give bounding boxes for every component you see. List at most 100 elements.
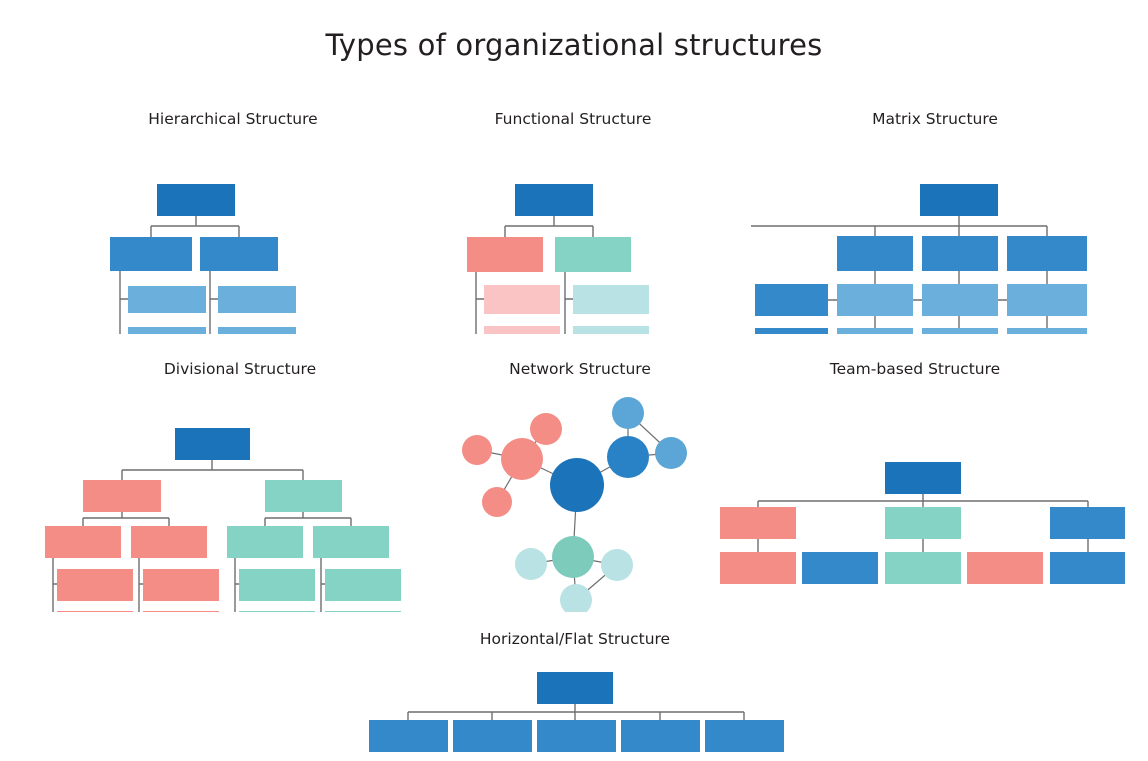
panel-horizontal-flat: Horizontal/Flat Structure xyxy=(340,630,810,761)
diagram-hierarchical xyxy=(110,184,296,334)
panel-matrix: Matrix Structure xyxy=(750,110,1120,335)
node-node-teal-1[interactable] xyxy=(515,548,547,580)
connector-2 xyxy=(407,712,745,720)
box-team-1-2-2[interactable] xyxy=(143,611,219,612)
connector-5 xyxy=(138,558,143,612)
box-team-2-1-1[interactable] xyxy=(239,569,315,601)
box-sub-1-2[interactable] xyxy=(484,326,560,334)
box-branch-2[interactable] xyxy=(200,237,278,271)
box-unit-1-2[interactable] xyxy=(131,526,207,558)
box-root[interactable] xyxy=(537,672,613,704)
connector-3 xyxy=(264,512,352,526)
box-root[interactable] xyxy=(157,184,235,216)
box-sub-2-2[interactable] xyxy=(573,326,649,334)
panel-title-functional: Functional Structure xyxy=(494,110,652,128)
box-team-1-2-1[interactable] xyxy=(143,569,219,601)
box-leaf-1-2[interactable] xyxy=(128,327,206,334)
box-row-head-2[interactable] xyxy=(755,328,828,334)
panel-title-network: Network Structure xyxy=(509,360,651,378)
connector-3 xyxy=(564,272,573,334)
box-member-3[interactable] xyxy=(885,552,961,584)
box-cell-1-1[interactable] xyxy=(837,284,913,316)
connector-7 xyxy=(320,558,325,612)
box-cell-1-2[interactable] xyxy=(922,284,998,316)
node-node-blue-1[interactable] xyxy=(612,397,644,429)
panel-functional: Functional Structure xyxy=(453,110,693,335)
box-team-1-1-1[interactable] xyxy=(57,569,133,601)
diagram-network xyxy=(462,397,687,612)
box-root[interactable] xyxy=(920,184,998,216)
box-team-head-1[interactable] xyxy=(720,507,796,539)
box-member-1[interactable] xyxy=(720,552,796,584)
box-function-1[interactable] xyxy=(467,237,543,272)
connector-2 xyxy=(475,272,484,334)
connector-1 xyxy=(121,460,304,480)
panel-title-team-based: Team-based Structure xyxy=(829,360,1001,378)
node-hub-blue[interactable] xyxy=(607,436,649,478)
box-team-2-2-1[interactable] xyxy=(325,569,401,601)
box-col-head-1[interactable] xyxy=(837,236,913,271)
connector-1 xyxy=(757,494,1089,507)
box-team-2-2-2[interactable] xyxy=(325,611,401,612)
node-hub-center[interactable] xyxy=(550,458,604,512)
connector-2 xyxy=(82,512,170,526)
box-unit-5[interactable] xyxy=(705,720,784,752)
box-unit-1[interactable] xyxy=(369,720,448,752)
box-row-head-1[interactable] xyxy=(755,284,828,316)
box-team-1-1-2[interactable] xyxy=(57,611,133,612)
box-cell-2-3[interactable] xyxy=(1007,328,1087,334)
node-node-salmon-2[interactable] xyxy=(530,413,562,445)
box-cell-2-1[interactable] xyxy=(837,328,913,334)
connector-4 xyxy=(874,316,1048,328)
box-branch-1[interactable] xyxy=(110,237,192,271)
box-unit-2[interactable] xyxy=(453,720,532,752)
node-hub-salmon[interactable] xyxy=(501,438,543,480)
box-team-2-1-2[interactable] xyxy=(239,611,315,612)
box-unit-4[interactable] xyxy=(621,720,700,752)
box-root[interactable] xyxy=(885,462,961,494)
box-unit-1-1[interactable] xyxy=(45,526,121,558)
node-node-salmon-1[interactable] xyxy=(462,435,492,465)
box-division-1[interactable] xyxy=(83,480,161,512)
connector-6 xyxy=(234,558,239,612)
connector-2 xyxy=(874,226,1048,236)
box-unit-2-2[interactable] xyxy=(313,526,389,558)
box-member-2[interactable] xyxy=(802,552,878,584)
box-leaf-2-1[interactable] xyxy=(218,286,296,313)
connector-1 xyxy=(408,704,744,713)
box-member-4[interactable] xyxy=(967,552,1043,584)
box-root[interactable] xyxy=(175,428,250,460)
connector-3 xyxy=(209,271,218,334)
box-leaf-1-1[interactable] xyxy=(128,286,206,313)
panel-team-based: Team-based Structure xyxy=(705,360,1125,585)
box-col-head-2[interactable] xyxy=(922,236,998,271)
box-team-head-2[interactable] xyxy=(885,507,961,539)
box-leaf-2-2[interactable] xyxy=(218,327,296,334)
box-division-2[interactable] xyxy=(265,480,342,512)
panel-divisional: Divisional Structure xyxy=(30,360,450,615)
connector-2 xyxy=(757,539,1089,552)
node-node-salmon-3[interactable] xyxy=(482,487,512,517)
box-unit-2-1[interactable] xyxy=(227,526,303,558)
connector-2 xyxy=(119,271,128,334)
node-node-blue-2[interactable] xyxy=(655,437,687,469)
diagram-divisional xyxy=(45,428,401,612)
box-cell-1-3[interactable] xyxy=(1007,284,1087,316)
box-unit-3[interactable] xyxy=(537,720,616,752)
connector-1 xyxy=(150,216,240,237)
box-cell-2-2[interactable] xyxy=(922,328,998,334)
box-team-head-3[interactable] xyxy=(1050,507,1125,539)
box-member-5[interactable] xyxy=(1050,552,1125,584)
box-function-2[interactable] xyxy=(555,237,631,272)
diagram-matrix xyxy=(751,184,1087,334)
box-sub-1-1[interactable] xyxy=(484,285,560,314)
node-node-teal-3[interactable] xyxy=(560,584,592,612)
node-node-teal-2[interactable] xyxy=(601,549,633,581)
box-root[interactable] xyxy=(515,184,593,216)
node-hub-teal[interactable] xyxy=(552,536,594,578)
diagram-functional xyxy=(467,184,649,334)
diagram-horizontal-flat xyxy=(369,672,784,752)
box-col-head-3[interactable] xyxy=(1007,236,1087,271)
box-sub-2-1[interactable] xyxy=(573,285,649,314)
panel-hierarchical: Hierarchical Structure xyxy=(98,110,368,335)
